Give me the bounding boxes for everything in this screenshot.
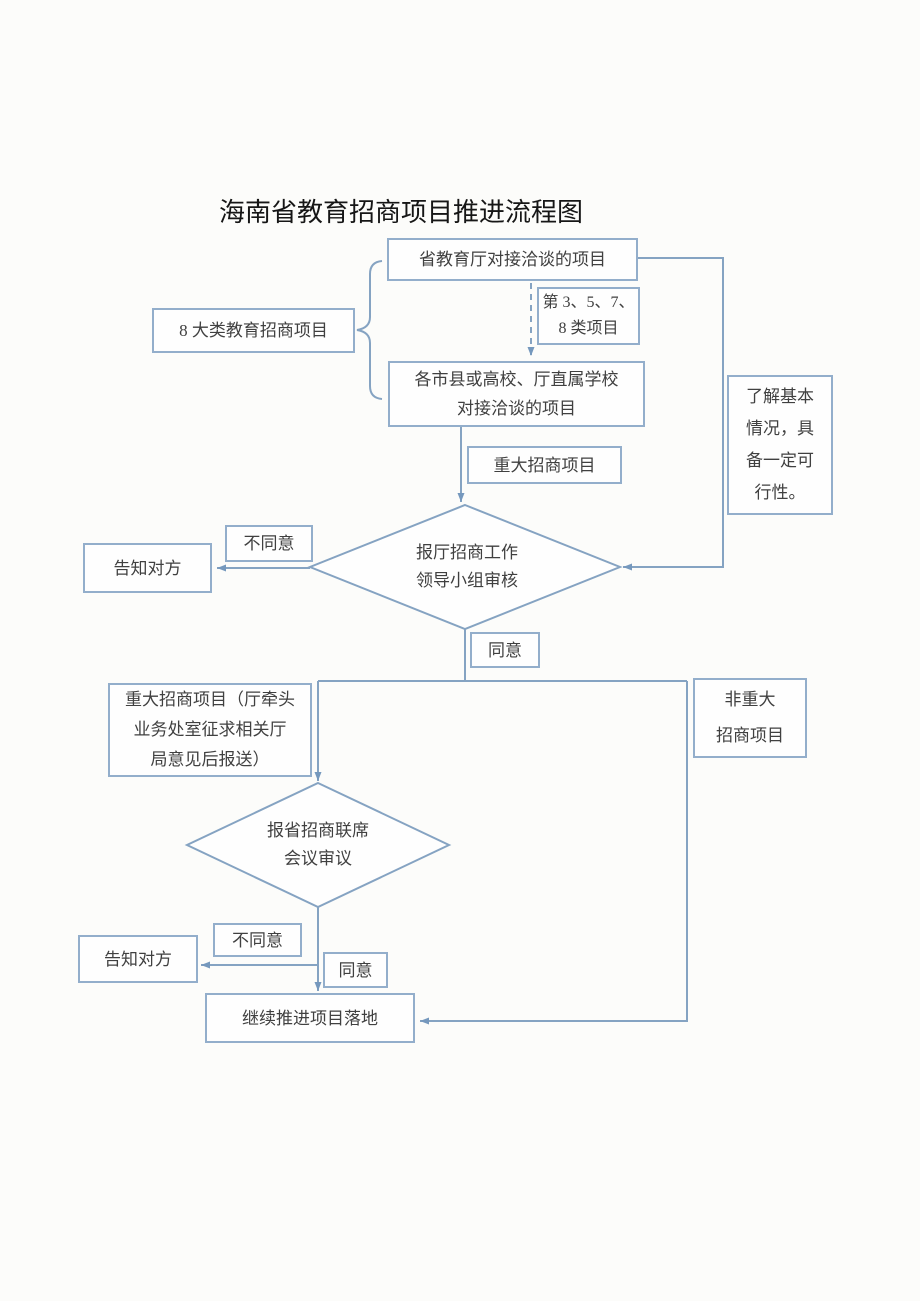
node-disagree-1: 不同意 (225, 525, 313, 562)
node-notify-other-party-2: 告知对方 (78, 935, 198, 983)
decision-label-joint-meeting: 报省招商联席 会议审议 (267, 821, 369, 868)
decision-label-dept-review: 报厅招商工作 领导小组审核 (416, 543, 518, 590)
page-title: 海南省教育招商项目推进流程图 (219, 198, 584, 227)
node-categories-3578: 第 3、5、7、 8 类项目 (537, 287, 640, 345)
node-agree-1: 同意 (470, 632, 540, 668)
connector-nonmajor-to-proceed (420, 681, 688, 1025)
node-major-project-label: 重大招商项目 (467, 446, 622, 484)
node-non-major-project: 非重大 招商项目 (693, 678, 807, 758)
node-feasibility-note: 了解基本 情况，具 备一定可 行性。 (727, 375, 833, 515)
node-disagree-2: 不同意 (213, 923, 302, 957)
decision-diamond-joint-meeting (184, 781, 452, 909)
decision-diamond-dept-review (307, 503, 623, 631)
node-city-school-projects: 各市县或高校、厅直属学校 对接洽谈的项目 (388, 361, 645, 427)
node-notify-other-party-1: 告知对方 (83, 543, 212, 593)
node-eight-categories: 8 大类教育招商项目 (152, 308, 355, 353)
node-provincial-dept-projects: 省教育厅对接洽谈的项目 (387, 238, 638, 281)
node-proceed-project-landing: 继续推进项目落地 (205, 993, 415, 1043)
node-major-project-submission: 重大招商项目（厅牵头 业务处室征求相关厅 局意见后报送） (108, 683, 312, 777)
brace-left (356, 260, 383, 400)
node-agree-2: 同意 (323, 952, 388, 988)
connector-provincial-to-review (623, 257, 724, 571)
